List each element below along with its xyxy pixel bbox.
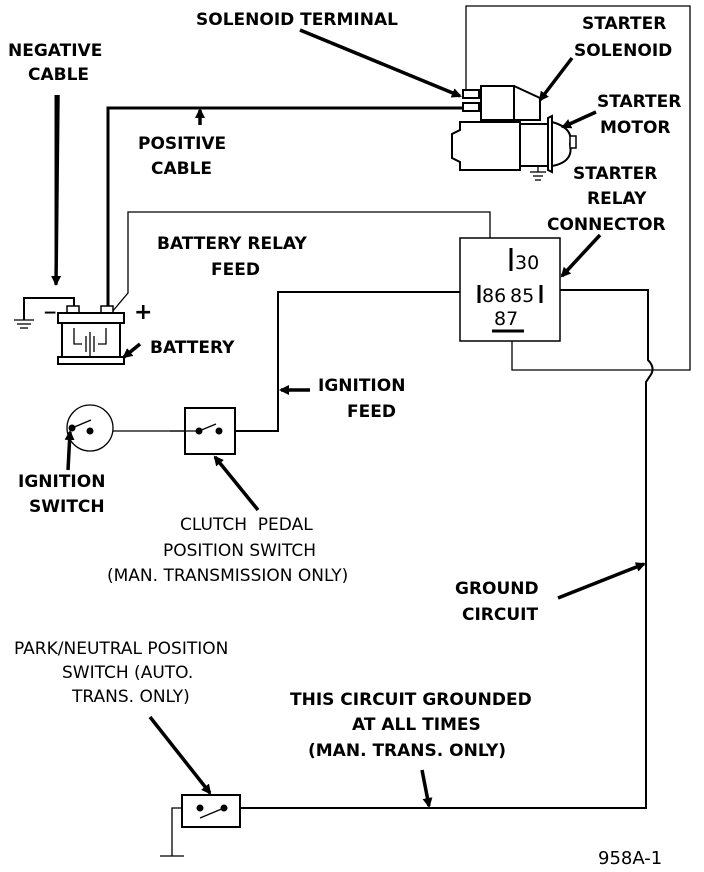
- battery-negative-lead: [23, 297, 75, 320]
- battery-icon: [57, 305, 125, 365]
- clutch-switch-icon: [170, 407, 236, 455]
- starter-motor-label-line2: MOTOR: [600, 118, 671, 138]
- park-neutral-label-line2: SWITCH (AUTO.: [62, 663, 193, 683]
- relay-connector-label-line2: RELAY: [587, 189, 647, 209]
- relay-connector-label-line3: CONNECTOR: [547, 215, 666, 235]
- circuit-grounded-arrow: [420, 769, 433, 808]
- clutch-switch-arrow: [213, 455, 260, 512]
- solenoid-terminal-label: SOLENOID TERMINAL: [196, 10, 398, 30]
- relay-connector-label-line1: STARTER: [573, 164, 657, 184]
- clutch-switch-label-line3: (MAN. TRANSMISSION ONLY): [107, 566, 348, 586]
- positive-cable-label-line2: CABLE: [151, 159, 212, 179]
- solenoid-feed-wire: [465, 5, 691, 371]
- ignition-switch-icon: [66, 404, 114, 452]
- negative-cable-label-line1: NEGATIVE: [8, 41, 102, 61]
- starter-motor-arrow: [561, 110, 597, 129]
- circuit-grounded-label-line1: THIS CIRCUIT GROUNDED: [290, 690, 532, 710]
- leader-arrows: [51, 28, 646, 808]
- starter-solenoid-label-line1: STARTER: [582, 14, 666, 34]
- positive-cable-label-line1: POSITIVE: [138, 134, 226, 154]
- starter-solenoid-label-line2: SOLENOID: [574, 41, 672, 61]
- ground-circuit-arrow: [557, 562, 646, 600]
- ignition-feed-label-line2: FEED: [347, 402, 396, 422]
- ignition-switch-arrow: [64, 430, 75, 471]
- ignition-switch-label-line1: IGNITION: [18, 472, 105, 492]
- negative-cable-arrow: [51, 94, 62, 286]
- relay-pin-85: 85: [510, 285, 534, 307]
- park-neutral-switch-icon: [181, 794, 241, 828]
- starter-solenoid-icon: [462, 85, 541, 121]
- starter-motor-icon: [451, 114, 577, 174]
- ground-circuit-label-line1: GROUND: [455, 579, 539, 599]
- starter-solenoid-arrow: [538, 56, 574, 102]
- figure-id: 958A-1: [598, 848, 662, 869]
- ground-icon: [14, 319, 34, 329]
- circuit-grounded-label-line3: (MAN. TRANS. ONLY): [308, 741, 506, 761]
- battery-relay-feed-label-line1: BATTERY RELAY: [157, 234, 307, 254]
- ground-circuit-label-line2: CIRCUIT: [462, 605, 538, 625]
- park-neutral-label-line3: TRANS. ONLY): [71, 687, 190, 707]
- battery-arrow: [122, 342, 142, 359]
- negative-cable-label-line2: CABLE: [28, 65, 89, 85]
- relay-connector-arrow: [560, 233, 602, 278]
- battery-relay-feed-label-line2: FEED: [211, 260, 260, 280]
- park-neutral-arrow: [148, 715, 212, 795]
- battery-positive-sign: +: [134, 300, 152, 325]
- starter-motor-label-line1: STARTER: [597, 92, 681, 112]
- pn-ground-wire: [171, 807, 182, 856]
- relay-pin-30: 30: [515, 252, 539, 274]
- ignition-feed-label-line1: IGNITION: [318, 376, 405, 396]
- positive-cable-wire: [106, 106, 470, 308]
- battery-relay-feed-wire: [111, 211, 511, 313]
- park-neutral-label-line1: PARK/NEUTRAL POSITION: [14, 639, 228, 659]
- battery-negative-sign: −: [43, 303, 57, 323]
- relay-pin-87: 87: [494, 308, 518, 330]
- starter-relay-icon: [459, 237, 561, 342]
- relay-pin-86: 86: [482, 285, 506, 307]
- clutch-switch-label-line2: POSITION SWITCH: [163, 541, 316, 561]
- battery-label: BATTERY: [150, 338, 235, 358]
- ground-circuit-wire: [238, 289, 654, 809]
- circuit-grounded-label-line2: AT ALL TIMES: [352, 715, 481, 735]
- ignition-switch-label-line2: SWITCH: [29, 497, 105, 517]
- clutch-switch-label-line1: CLUTCH PEDAL: [180, 515, 313, 535]
- ignition-feed-wire: [235, 291, 470, 432]
- solenoid-terminal-arrow: [299, 28, 462, 98]
